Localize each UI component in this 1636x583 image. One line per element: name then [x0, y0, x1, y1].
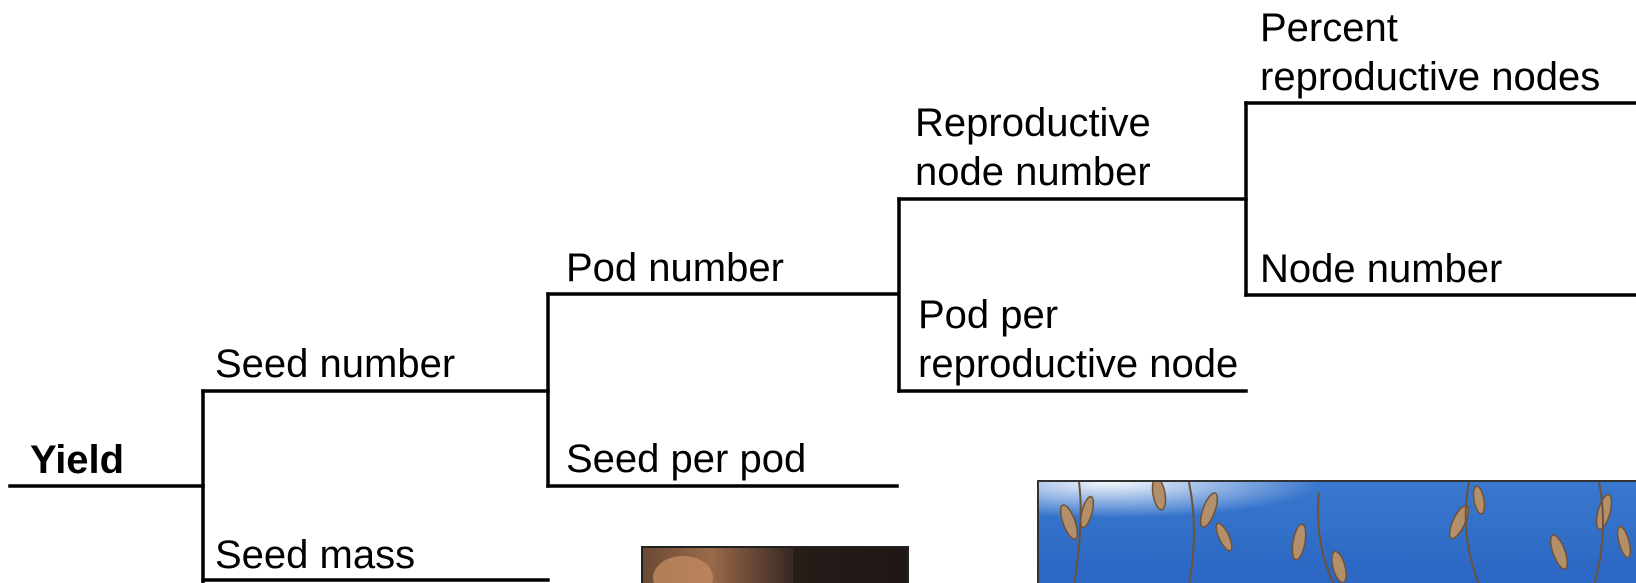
node-percent-reproductive-nodes-line2: reproductive nodes [1260, 53, 1600, 101]
node-reproductive-node-number-line1: Reproductive [915, 99, 1151, 147]
node-seed-number: Seed number [215, 340, 455, 388]
node-pod-number: Pod number [566, 244, 784, 292]
node-percent-reproductive-nodes-line1: Percent [1260, 4, 1398, 52]
node-pod-per-reproductive-node-line2: reproductive node [918, 340, 1238, 388]
soybean-pods-photo [1037, 480, 1636, 583]
node-node-number: Node number [1260, 245, 1502, 293]
node-yield: Yield [30, 436, 124, 484]
node-pod-per-reproductive-node-line1: Pod per [918, 291, 1058, 339]
node-seed-mass: Seed mass [215, 531, 415, 579]
node-reproductive-node-number-line2: node number [915, 148, 1151, 196]
person-photo [641, 546, 909, 583]
node-seed-per-pod: Seed per pod [566, 435, 806, 483]
